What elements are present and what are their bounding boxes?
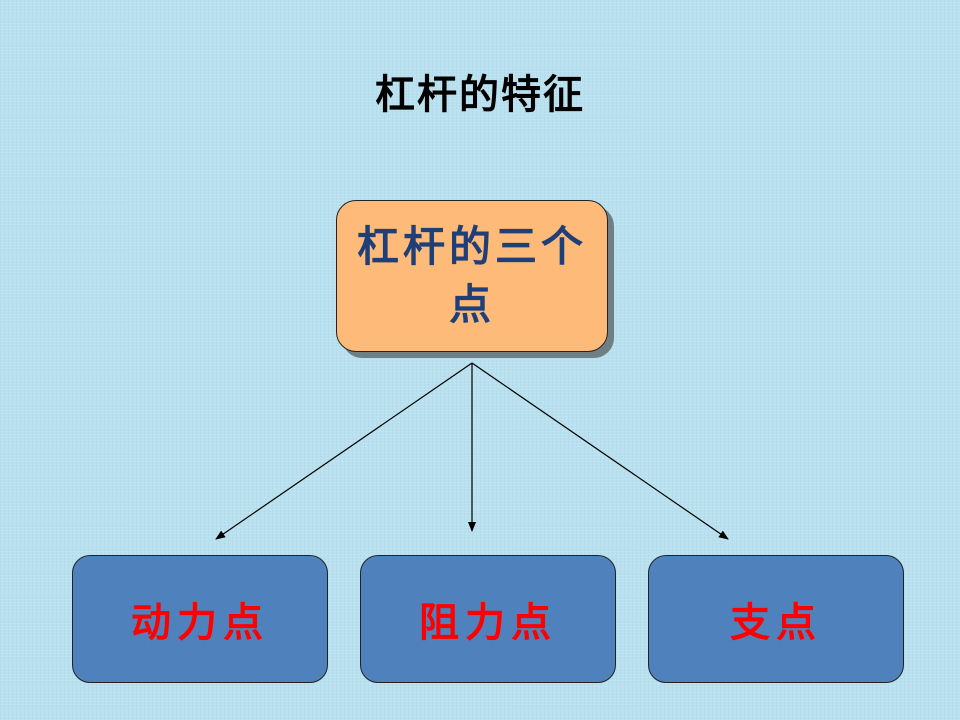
child-node-effort-point[interactable]: 动力点 xyxy=(72,555,328,683)
child-node-label: 阻力点 xyxy=(419,599,557,646)
connector-to-child-3 xyxy=(471,362,729,540)
root-node-label: 杠杆的三个点 xyxy=(357,222,588,329)
child-node-label: 动力点 xyxy=(131,599,269,646)
slide-title: 杠杆的特征 xyxy=(375,71,585,118)
child-node-resistance-point[interactable]: 阻力点 xyxy=(360,555,616,683)
child-node-label: 支点 xyxy=(730,599,822,646)
root-node[interactable]: 杠杆的三个点 xyxy=(336,200,608,352)
connector-to-child-1 xyxy=(215,362,473,540)
child-node-fulcrum[interactable]: 支点 xyxy=(648,555,904,683)
